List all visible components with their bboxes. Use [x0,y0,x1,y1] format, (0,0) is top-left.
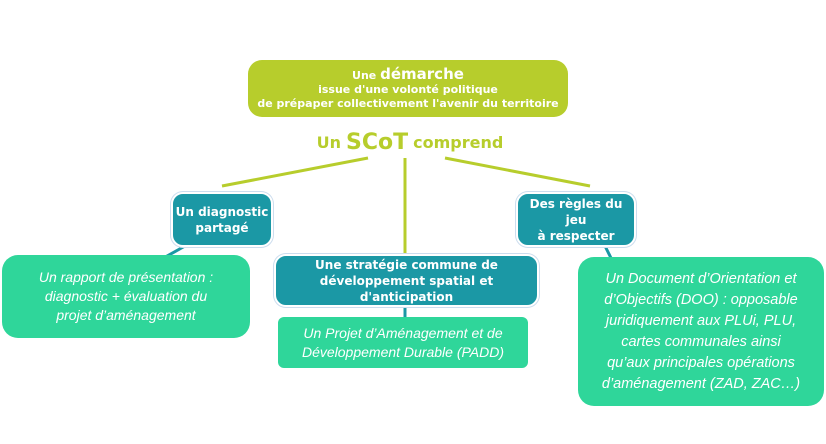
demarche-box: Une démarche issue d'une volonté politiq… [248,60,568,117]
branch-label: partagé [195,220,249,235]
detail-line: d’aménagement (ZAD, ZAC…) [601,375,801,392]
detail-padd: Un Projet d’Aménagement et de Développem… [278,317,528,368]
detail-line: d’Objectifs (DOO) : opposable [604,291,798,308]
branch-regles: Des règles du jeu à respecter [516,192,636,247]
detail-line: cartes communales ainsi [621,333,781,350]
detail-line: diagnostic + évaluation du [44,288,208,304]
detail-line: Un Document d’Orientation et [605,270,797,287]
title-bold: SCoT [346,129,409,155]
detail-line: Un Projet d’Aménagement et de [303,324,503,341]
header-bold: démarche [380,64,464,83]
header-line2: issue d'une volonté politique [318,82,498,96]
title-suffix: comprend [413,132,504,152]
detail-line: Développement Durable (PADD) [301,343,505,360]
detail-line: Un rapport de présentation : [38,269,214,285]
detail-line: juridiquement aux PLUi, PLU, [605,312,797,329]
branch-label: Un diagnostic [175,204,269,219]
branch-label: développement spatial et d'anticipation [319,273,494,304]
title-prefix: Un [316,132,342,152]
detail-line: projet d’aménagement [56,307,196,323]
branch-diagnostic: Un diagnostic partagé [171,192,273,247]
detail-rapport: Un rapport de présentation : diagnostic … [2,255,250,338]
branch-label: à respecter [537,228,615,243]
branch-strategie: Une stratégie commune de développement s… [274,254,539,307]
detail-line: qu’aux principales opérations [607,354,795,371]
branch-label: Une stratégie commune de [315,257,498,272]
header-prefix: Une [352,68,377,82]
detail-doo: Un Document d’Orientation et d’Objectifs… [578,257,824,406]
branch-label: Des règles du jeu [529,196,623,227]
header-line3: de prépaper collectivement l'avenir du t… [257,96,559,110]
